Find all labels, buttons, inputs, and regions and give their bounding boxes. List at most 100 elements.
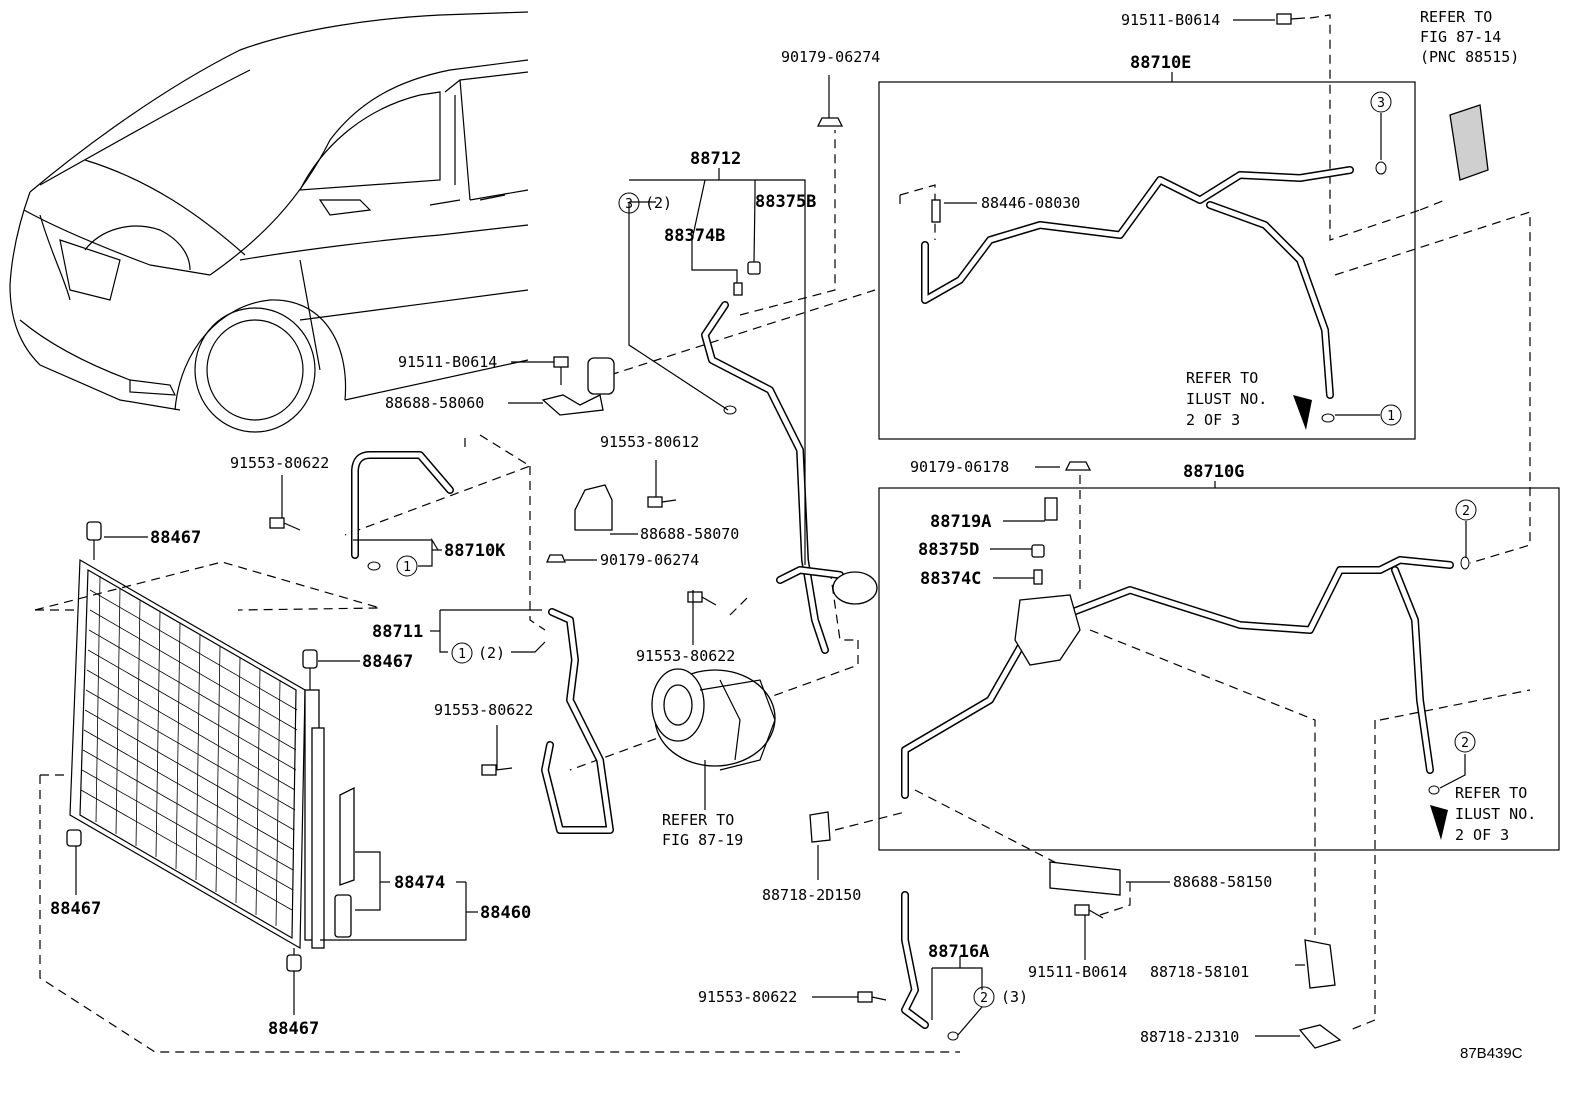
cap-88375B bbox=[747, 261, 761, 275]
note-refer-ilust-bottom: REFER TO ILUST NO. 2 OF 3 bbox=[1455, 784, 1536, 844]
svg-text:(2): (2) bbox=[478, 644, 505, 662]
clamp-88718-2J310 bbox=[1298, 1024, 1342, 1049]
bolt bbox=[857, 991, 887, 1003]
label-88718-2J310: 88718-2J310 bbox=[1140, 1028, 1239, 1046]
bracket-88688-58070 bbox=[574, 484, 613, 531]
svg-text:ILUST NO.: ILUST NO. bbox=[1455, 805, 1536, 823]
label-88710K: 88710K bbox=[444, 541, 506, 561]
bolt bbox=[687, 591, 717, 606]
note-refer-fig-87-19: REFER TO FIG 87-19 bbox=[662, 811, 743, 849]
label-90179-06274: 90179-06274 bbox=[600, 551, 699, 569]
ac-compressor bbox=[651, 668, 776, 771]
valve-core-88374B bbox=[733, 282, 743, 296]
label-91511-B0614: 91511-B0614 bbox=[1121, 11, 1220, 29]
clamp bbox=[587, 357, 615, 395]
label-91553-80622: 91553-80622 bbox=[434, 701, 533, 719]
bolt bbox=[1276, 13, 1306, 25]
svg-text:1: 1 bbox=[458, 647, 466, 662]
o-ring bbox=[1428, 785, 1440, 795]
label-88374B: 88374B bbox=[664, 226, 725, 246]
assembly-box-88710G bbox=[878, 487, 1560, 851]
label-88719A: 88719A bbox=[930, 512, 991, 532]
label-88467: 88467 bbox=[150, 528, 201, 548]
label-88375B: 88375B bbox=[755, 192, 816, 212]
svg-text:FIG 87-19: FIG 87-19 bbox=[662, 831, 743, 849]
svg-text:(PNC 88515): (PNC 88515) bbox=[1420, 48, 1519, 66]
assembly-box-88710E bbox=[878, 81, 1416, 440]
svg-text:3: 3 bbox=[1377, 96, 1385, 111]
label-91553-80622: 91553-80622 bbox=[698, 988, 797, 1006]
svg-text:1: 1 bbox=[403, 560, 411, 575]
callout-2: 2 bbox=[1455, 499, 1477, 521]
svg-text:(2): (2) bbox=[645, 194, 672, 212]
dashed-connection-lines bbox=[34, 14, 1531, 1053]
callout-3: 3 bbox=[1370, 91, 1392, 113]
label-91553-80622: 91553-80622 bbox=[636, 647, 735, 665]
label-88712: 88712 bbox=[690, 149, 741, 169]
diagram-code: 87B439C bbox=[1460, 1045, 1523, 1062]
label-88374C: 88374C bbox=[920, 569, 981, 589]
bolt bbox=[1074, 904, 1104, 919]
svg-text:REFER TO: REFER TO bbox=[1420, 8, 1492, 26]
bracket-88688-58060 bbox=[541, 394, 604, 416]
valve-core-88374C bbox=[1033, 569, 1043, 585]
refrigerant-pipes bbox=[351, 166, 1454, 1029]
leader-lines bbox=[75, 19, 1467, 1037]
svg-text:REFER TO: REFER TO bbox=[662, 811, 734, 829]
cap-88375D bbox=[1031, 544, 1045, 558]
o-ring bbox=[947, 1031, 959, 1041]
nut bbox=[1064, 461, 1092, 471]
o-ring bbox=[1460, 556, 1470, 570]
callout-2: 2 (3) bbox=[973, 986, 1028, 1008]
clamp-88718-58101 bbox=[1304, 939, 1336, 989]
label-88474: 88474 bbox=[394, 873, 445, 893]
svg-text:ILUST NO.: ILUST NO. bbox=[1186, 390, 1267, 408]
label-88460: 88460 bbox=[480, 903, 531, 923]
bolt bbox=[647, 496, 677, 508]
o-ring bbox=[723, 405, 737, 415]
expansion-valve bbox=[1449, 104, 1489, 181]
bolt bbox=[269, 517, 301, 531]
valve-88446-08030 bbox=[931, 199, 941, 223]
bolt bbox=[553, 356, 569, 385]
o-ring bbox=[1321, 413, 1335, 423]
svg-text:(3): (3) bbox=[1001, 988, 1028, 1006]
desiccant-filter bbox=[334, 786, 355, 938]
label-88688-58060: 88688-58060 bbox=[385, 394, 484, 412]
svg-text:2: 2 bbox=[1461, 736, 1469, 751]
callout-2: 2 bbox=[1454, 731, 1476, 753]
note-refer-fig-87-14: REFER TO FIG 87-14 (PNC 88515) bbox=[1420, 8, 1519, 66]
label-88716A: 88716A bbox=[928, 942, 989, 962]
callout-1: 1 (2) bbox=[451, 642, 505, 664]
nut bbox=[816, 117, 844, 127]
o-ring bbox=[367, 561, 381, 571]
label-88710G: 88710G bbox=[1183, 462, 1244, 482]
callout-3: 3 (2) bbox=[618, 192, 672, 214]
vehicle-illustration bbox=[9, 11, 529, 433]
bracket-88688-58150 bbox=[1049, 861, 1121, 896]
part-labels: 90179-06274 88712 88375B 88374B 91511-B0… bbox=[50, 11, 1523, 1062]
label-91553-80622: 91553-80622 bbox=[230, 454, 329, 472]
label-88688-58070: 88688-58070 bbox=[640, 525, 739, 543]
label-88710E: 88710E bbox=[1130, 53, 1191, 73]
callout-1: 1 bbox=[396, 555, 418, 577]
svg-text:2 OF 3: 2 OF 3 bbox=[1455, 826, 1509, 844]
condenser-assembly bbox=[66, 521, 325, 972]
callout-1: 1 bbox=[1380, 404, 1402, 426]
muffler bbox=[832, 571, 878, 605]
note-refer-ilust-top: REFER TO ILUST NO. 2 OF 3 bbox=[1186, 369, 1267, 429]
svg-text:2 OF 3: 2 OF 3 bbox=[1186, 411, 1240, 429]
label-91511-B0614: 91511-B0614 bbox=[1028, 963, 1127, 981]
bolt bbox=[481, 764, 513, 776]
clamp-88718-2D150 bbox=[809, 811, 831, 843]
arrow-icon bbox=[1293, 395, 1312, 430]
service-valve-block bbox=[1014, 594, 1081, 666]
label-90179-06178: 90179-06178 bbox=[910, 458, 1009, 476]
label-91511-B0614: 91511-B0614 bbox=[398, 353, 497, 371]
svg-text:3: 3 bbox=[625, 197, 633, 212]
nut bbox=[546, 554, 566, 563]
o-ring bbox=[1375, 161, 1387, 175]
svg-text:FIG 87-14: FIG 87-14 bbox=[1420, 28, 1501, 46]
arrow-icon bbox=[1430, 805, 1448, 840]
